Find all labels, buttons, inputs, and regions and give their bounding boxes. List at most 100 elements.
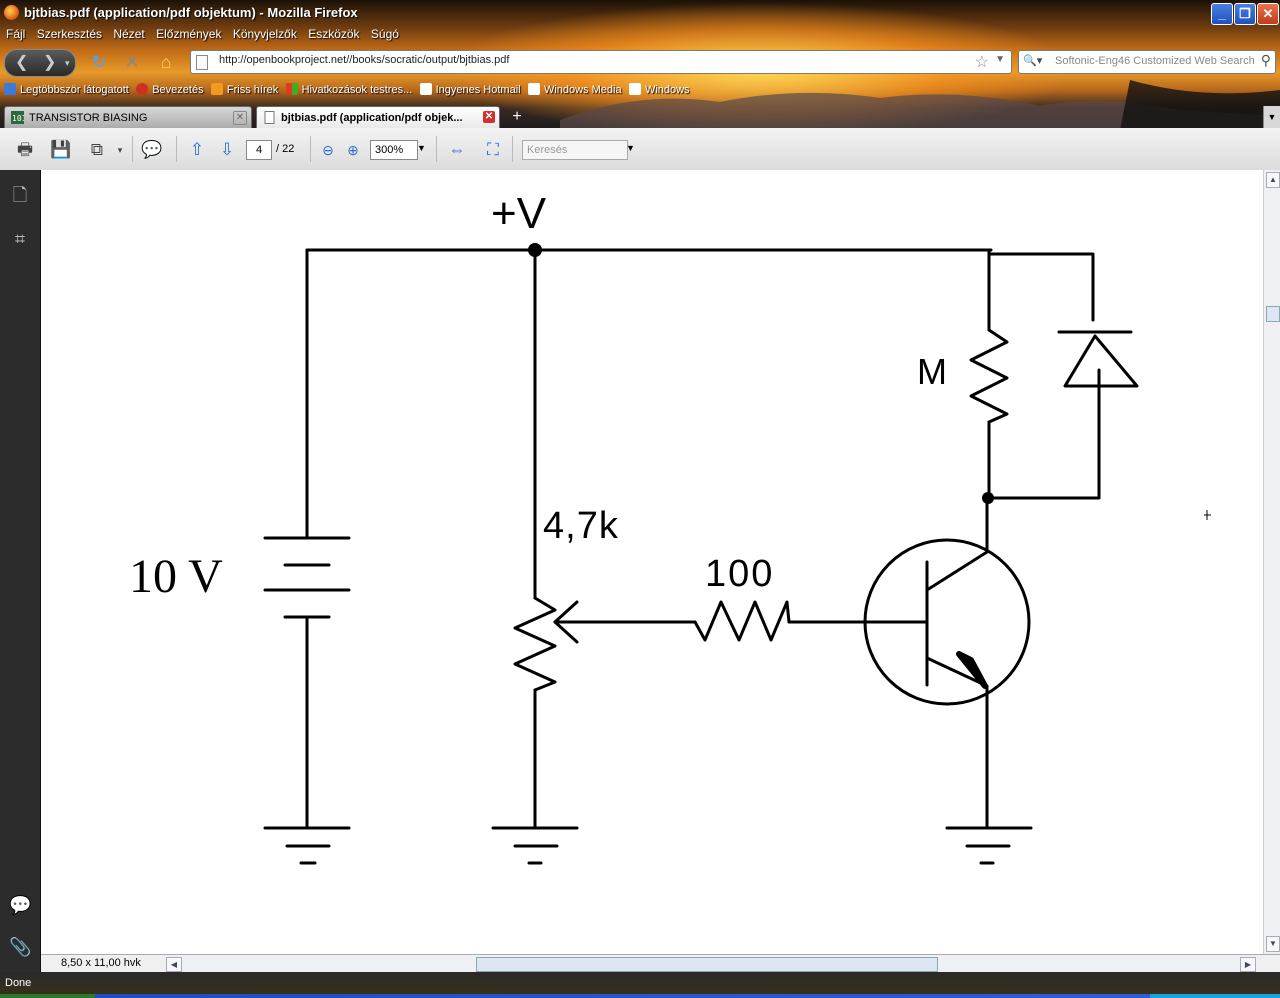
pdf-search-input[interactable]: Keresés bbox=[522, 140, 628, 160]
bookmark-icon bbox=[4, 83, 16, 95]
stop-icon[interactable]: ✕ bbox=[124, 52, 140, 72]
menu-file[interactable]: Fájl bbox=[6, 27, 26, 41]
wire-diode-bottom bbox=[987, 368, 1101, 500]
bookmark-windows-media[interactable]: Windows Media bbox=[527, 83, 622, 96]
menu-edit[interactable]: Szerkesztés bbox=[36, 27, 103, 41]
new-tab-icon[interactable]: + bbox=[512, 108, 522, 125]
transistor-emitter bbox=[925, 656, 989, 829]
toolbar-divider bbox=[436, 136, 437, 162]
restore-button[interactable]: ❐ bbox=[1234, 3, 1256, 25]
junction-dot bbox=[528, 243, 542, 257]
tab-transistor-biasing[interactable]: 101 TRANSISTOR BIASING ✕ bbox=[4, 106, 252, 129]
toolbar-divider bbox=[132, 136, 133, 162]
bookmark-label: Friss hírek bbox=[226, 84, 279, 96]
search-engine-icon[interactable]: 🔍▾ bbox=[1023, 55, 1043, 67]
bookmark-news[interactable]: Friss hírek bbox=[210, 83, 279, 96]
bookmark-custom-links[interactable]: Hivatkozások testres... bbox=[285, 83, 412, 96]
potentiometer-zigzag bbox=[513, 596, 557, 692]
page-number-input[interactable]: 4 bbox=[246, 140, 272, 160]
bookmark-intro[interactable]: Bevezetés bbox=[136, 83, 204, 96]
bookmark-windows[interactable]: Windows bbox=[628, 83, 690, 96]
page-icon bbox=[419, 83, 432, 95]
pdf-status-bar: 8,50 x 11,00 hvk ◀ ▶ bbox=[41, 954, 1280, 973]
menu-view[interactable]: Nézet bbox=[113, 27, 145, 41]
minimize-button[interactable]: _ bbox=[1211, 3, 1233, 25]
horizontal-scrollbar[interactable]: ◀ ▶ bbox=[166, 957, 1256, 972]
pdf-toolbar: 🖶 💾 ⧉ ▾ 💬 ⇧ ⇩ 4 / 22 ⊖ ⊕ 300% ▼ ⇔ ⛶ Kere… bbox=[0, 128, 1280, 171]
home-icon[interactable]: ⌂ bbox=[160, 52, 172, 72]
bookmark-hotmail[interactable]: Ingyenes Hotmail bbox=[419, 83, 521, 96]
junction-dot bbox=[982, 492, 994, 504]
tab-close-icon[interactable]: ✕ bbox=[233, 111, 247, 125]
save-icon[interactable]: 💾 bbox=[50, 140, 72, 159]
fit-width-icon[interactable]: ⇔ bbox=[448, 140, 466, 159]
menu-history[interactable]: Előzmények bbox=[156, 27, 222, 41]
bookmark-label: Bevezetés bbox=[152, 84, 204, 96]
web-search-bar[interactable]: 🔍▾ Softonic-Eng46 Customized Web Search … bbox=[1018, 50, 1276, 74]
binoculars-icon[interactable]: ⌗ bbox=[14, 229, 26, 249]
attachment-icon[interactable]: 📎 bbox=[9, 937, 32, 957]
page-size-text: 8,50 x 11,00 hvk bbox=[61, 957, 141, 969]
url-bar[interactable]: http://openbookproject.net//books/socrat… bbox=[190, 50, 1012, 74]
fit-page-icon[interactable]: ⛶ bbox=[487, 140, 499, 159]
zoom-level-select[interactable]: 300% bbox=[370, 140, 418, 160]
print-icon[interactable]: 🖶 bbox=[16, 140, 34, 159]
bookmark-label: Ingyenes Hotmail bbox=[435, 84, 521, 96]
collector-resistor-label: M bbox=[917, 351, 947, 392]
pages-icon[interactable]: 🗋 bbox=[12, 185, 28, 205]
bookmark-icon bbox=[136, 83, 149, 95]
zoom-dropdown-icon[interactable]: ▼ bbox=[417, 143, 426, 153]
reload-icon[interactable]: ↻ bbox=[91, 52, 107, 72]
bookmark-label: Windows bbox=[644, 84, 690, 96]
next-page-icon[interactable]: ⇩ bbox=[219, 140, 235, 159]
close-button[interactable]: ✕ bbox=[1257, 3, 1279, 25]
horizontal-scroll-thumb[interactable] bbox=[476, 957, 938, 972]
back-arrow-icon[interactable]: ❮ bbox=[15, 54, 29, 71]
url-text[interactable]: http://openbookproject.net//books/socrat… bbox=[219, 54, 510, 66]
search-go-icon[interactable]: ⚲ bbox=[1260, 52, 1271, 68]
status-text: Done bbox=[5, 977, 32, 989]
scroll-left-icon[interactable]: ◀ bbox=[166, 957, 182, 972]
menu-tools[interactable]: Eszközök bbox=[308, 27, 360, 41]
scroll-right-icon[interactable]: ▶ bbox=[1240, 957, 1256, 972]
resistor-label: 100 bbox=[705, 553, 774, 595]
windows-logo-icon bbox=[285, 83, 298, 95]
zoom-out-icon[interactable]: ⊖ bbox=[322, 142, 334, 158]
toolbar-divider bbox=[512, 136, 513, 162]
vertical-scrollbar[interactable]: ▲ ▼ bbox=[1263, 170, 1280, 954]
tab-strip: 101 TRANSISTOR BIASING ✕ bjtbias.pdf (ap… bbox=[0, 106, 1280, 129]
firefox-icon bbox=[4, 5, 19, 20]
menu-bookmarks[interactable]: Könyvjelzők bbox=[232, 27, 297, 41]
pdf-document-view[interactable]: +V 10 V 4,7k 100 M bbox=[41, 170, 1263, 954]
share-dropdown-icon[interactable]: ▾ bbox=[117, 145, 123, 155]
history-dropdown-icon[interactable]: ▾ bbox=[65, 58, 70, 68]
bookmark-most-visited[interactable]: Legtöbbször látogatott bbox=[4, 83, 129, 96]
transistor-circle bbox=[863, 538, 1031, 706]
text-cursor-icon bbox=[1204, 510, 1211, 520]
rss-icon bbox=[210, 83, 223, 95]
tab-bjtbias-pdf[interactable]: bjtbias.pdf (application/pdf objek... ✕ bbox=[256, 106, 500, 129]
forward-arrow-icon[interactable]: ❯ bbox=[43, 54, 57, 71]
page-icon bbox=[628, 83, 641, 95]
zoom-in-icon[interactable]: ⊕ bbox=[347, 142, 359, 158]
window-title: bjtbias.pdf (application/pdf objektum) -… bbox=[24, 5, 358, 20]
bookmark-star-icon[interactable]: ☆ bbox=[974, 54, 989, 71]
toolbar-divider bbox=[176, 136, 177, 162]
comments-icon[interactable]: 💬 bbox=[9, 895, 32, 915]
share-icon[interactable]: ⧉ bbox=[90, 140, 104, 159]
pdf-search-dropdown-icon[interactable]: ▼ bbox=[626, 143, 635, 153]
scroll-down-icon[interactable]: ▼ bbox=[1266, 936, 1280, 952]
bookmark-label: Windows Media bbox=[543, 84, 622, 96]
menu-help[interactable]: Súgó bbox=[370, 27, 399, 41]
diode-triangle bbox=[1063, 334, 1139, 388]
url-dropdown-icon[interactable]: ▼ bbox=[995, 54, 1005, 65]
list-all-tabs-icon[interactable]: ▼ bbox=[1263, 106, 1280, 128]
vertical-scroll-thumb[interactable] bbox=[1266, 306, 1280, 322]
site-favicon-icon: 101 bbox=[11, 111, 24, 124]
tab-close-icon[interactable]: ✕ bbox=[483, 111, 495, 123]
bookmarks-toolbar: Legtöbbször látogatott Bevezetés Friss h… bbox=[0, 82, 690, 102]
web-search-input[interactable]: Softonic-Eng46 Customized Web Search bbox=[1055, 55, 1255, 67]
previous-page-icon[interactable]: ⇧ bbox=[189, 140, 205, 159]
back-forward-group: ❮ ❯ ▾ bbox=[4, 49, 76, 77]
scroll-up-icon[interactable]: ▲ bbox=[1266, 172, 1280, 188]
